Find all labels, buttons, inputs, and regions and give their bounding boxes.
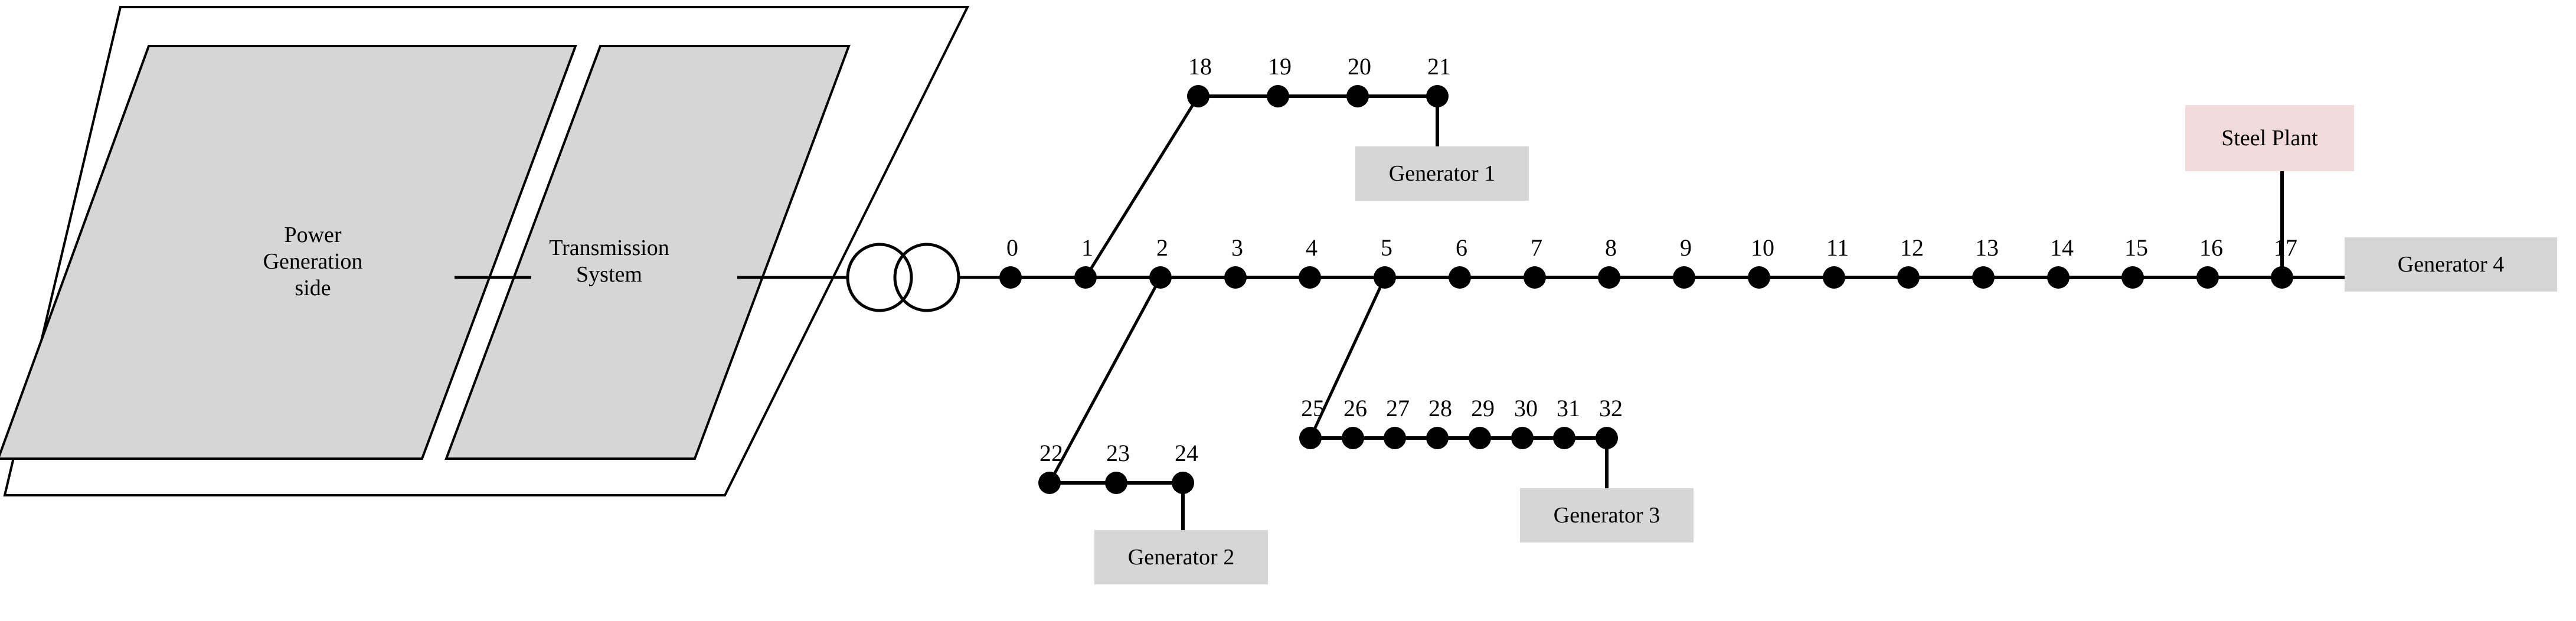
zone-label-line-2: System [576,262,642,287]
bus-node-11[interactable] [1823,266,1845,289]
tap-node1-to-node18-line [1084,95,1200,279]
node-label-21: 21 [1427,53,1451,80]
bus-node-12[interactable] [1897,266,1920,289]
bus-node-18[interactable] [1187,85,1209,107]
bus-node-21[interactable] [1426,85,1449,107]
bus-node-16[interactable] [2196,266,2219,289]
zone-label-transmission-system: Transmission System [549,235,669,288]
node-label-20: 20 [1348,53,1371,80]
bus-node-8[interactable] [1598,266,1620,289]
transmission-system-shape [444,45,851,460]
node-label-14: 14 [2050,234,2074,261]
bus-node-25[interactable] [1299,427,1322,449]
node-label-2: 2 [1156,234,1168,261]
generator-2-box[interactable] [1094,530,1268,584]
node-label-9: 9 [1680,234,1692,261]
zone-label-line-1: Transmission [549,236,669,261]
node-label-25: 25 [1301,395,1325,421]
generator-1-label[interactable]: Generator 1 [1388,161,1496,186]
node-label-32: 32 [1599,395,1623,421]
node-label-7: 7 [1531,234,1542,261]
node-label-10: 10 [1751,234,1774,261]
node-label-11: 11 [1826,234,1849,261]
node-label-0: 0 [1006,234,1018,261]
node-label-30: 30 [1514,395,1538,421]
bus-node-31[interactable] [1553,427,1575,449]
bus-node-0[interactable] [999,266,1022,289]
node-label-15: 15 [2124,234,2148,261]
node-label-12: 12 [1900,234,1924,261]
node-label-16: 16 [2199,234,2223,261]
bus-node-6[interactable] [1449,266,1471,289]
node-label-18: 18 [1188,53,1212,80]
generator-2-label[interactable]: Generator 2 [1127,545,1235,570]
node-label-22: 22 [1039,440,1063,466]
bus-node-5[interactable] [1374,266,1396,289]
bus-node-9[interactable] [1673,266,1695,289]
bus-node-20[interactable] [1346,85,1369,107]
bus-node-22[interactable] [1038,472,1061,494]
tap-node2-to-node22-line [1048,276,1162,484]
node-label-13: 13 [1975,234,1999,261]
bus-node-7[interactable] [1524,266,1546,289]
bus-node-2[interactable] [1149,266,1172,289]
bus-node-28[interactable] [1426,427,1449,449]
node-label-8: 8 [1605,234,1617,261]
node-label-19: 19 [1268,53,1292,80]
node-label-29: 29 [1471,395,1495,421]
zone-label-line-3: side [295,275,331,300]
node-label-4: 4 [1306,234,1318,261]
power-generation-side-shape [0,45,577,460]
bus-node-4[interactable] [1299,266,1321,289]
node-label-3: 3 [1231,234,1243,261]
zone-label-power-generation-side: Power Generation side [263,222,363,301]
node-label-1: 1 [1081,234,1093,261]
transformer-winding-primary [846,243,913,312]
generator-4-box[interactable] [2345,237,2557,292]
node-label-5: 5 [1381,234,1392,261]
steel-plant-label[interactable]: Steel Plant [2221,126,2318,151]
generator-3-box[interactable] [1520,488,1694,542]
node-label-6: 6 [1456,234,1467,261]
bus-node-13[interactable] [1972,266,1995,289]
tap-node5-to-node25-line [1309,276,1387,439]
node-label-17: 17 [2274,234,2297,261]
bus-node-23[interactable] [1105,472,1127,494]
bus-node-26[interactable] [1342,427,1364,449]
transformer-winding-secondary [893,243,960,312]
node-label-31: 31 [1557,395,1580,421]
node-label-28: 28 [1428,395,1452,421]
zone-label-line-1: Power [284,222,342,247]
bus-node-10[interactable] [1748,266,1770,289]
bus-node-3[interactable] [1224,266,1247,289]
bus-node-15[interactable] [2121,266,2144,289]
bus-node-27[interactable] [1384,427,1406,449]
bus-node-24[interactable] [1172,472,1194,494]
bus-node-1[interactable] [1074,266,1097,289]
node-label-24: 24 [1175,440,1198,466]
node-label-27: 27 [1386,395,1410,421]
bus-node-17[interactable] [2271,266,2293,289]
bus-node-32[interactable] [1596,427,1618,449]
node-label-23: 23 [1106,440,1130,466]
generator-1-box[interactable] [1355,146,1529,201]
bus-node-29[interactable] [1469,427,1491,449]
generator-4-label[interactable]: Generator 4 [2397,252,2505,277]
generator-3-label[interactable]: Generator 3 [1553,503,1660,528]
bus-node-30[interactable] [1511,427,1534,449]
bus-node-14[interactable] [2047,266,2070,289]
zone-label-line-2: Generation [263,249,363,274]
node-label-26: 26 [1343,395,1367,421]
steel-plant-box[interactable] [2185,105,2354,171]
bus-node-19[interactable] [1267,85,1289,107]
